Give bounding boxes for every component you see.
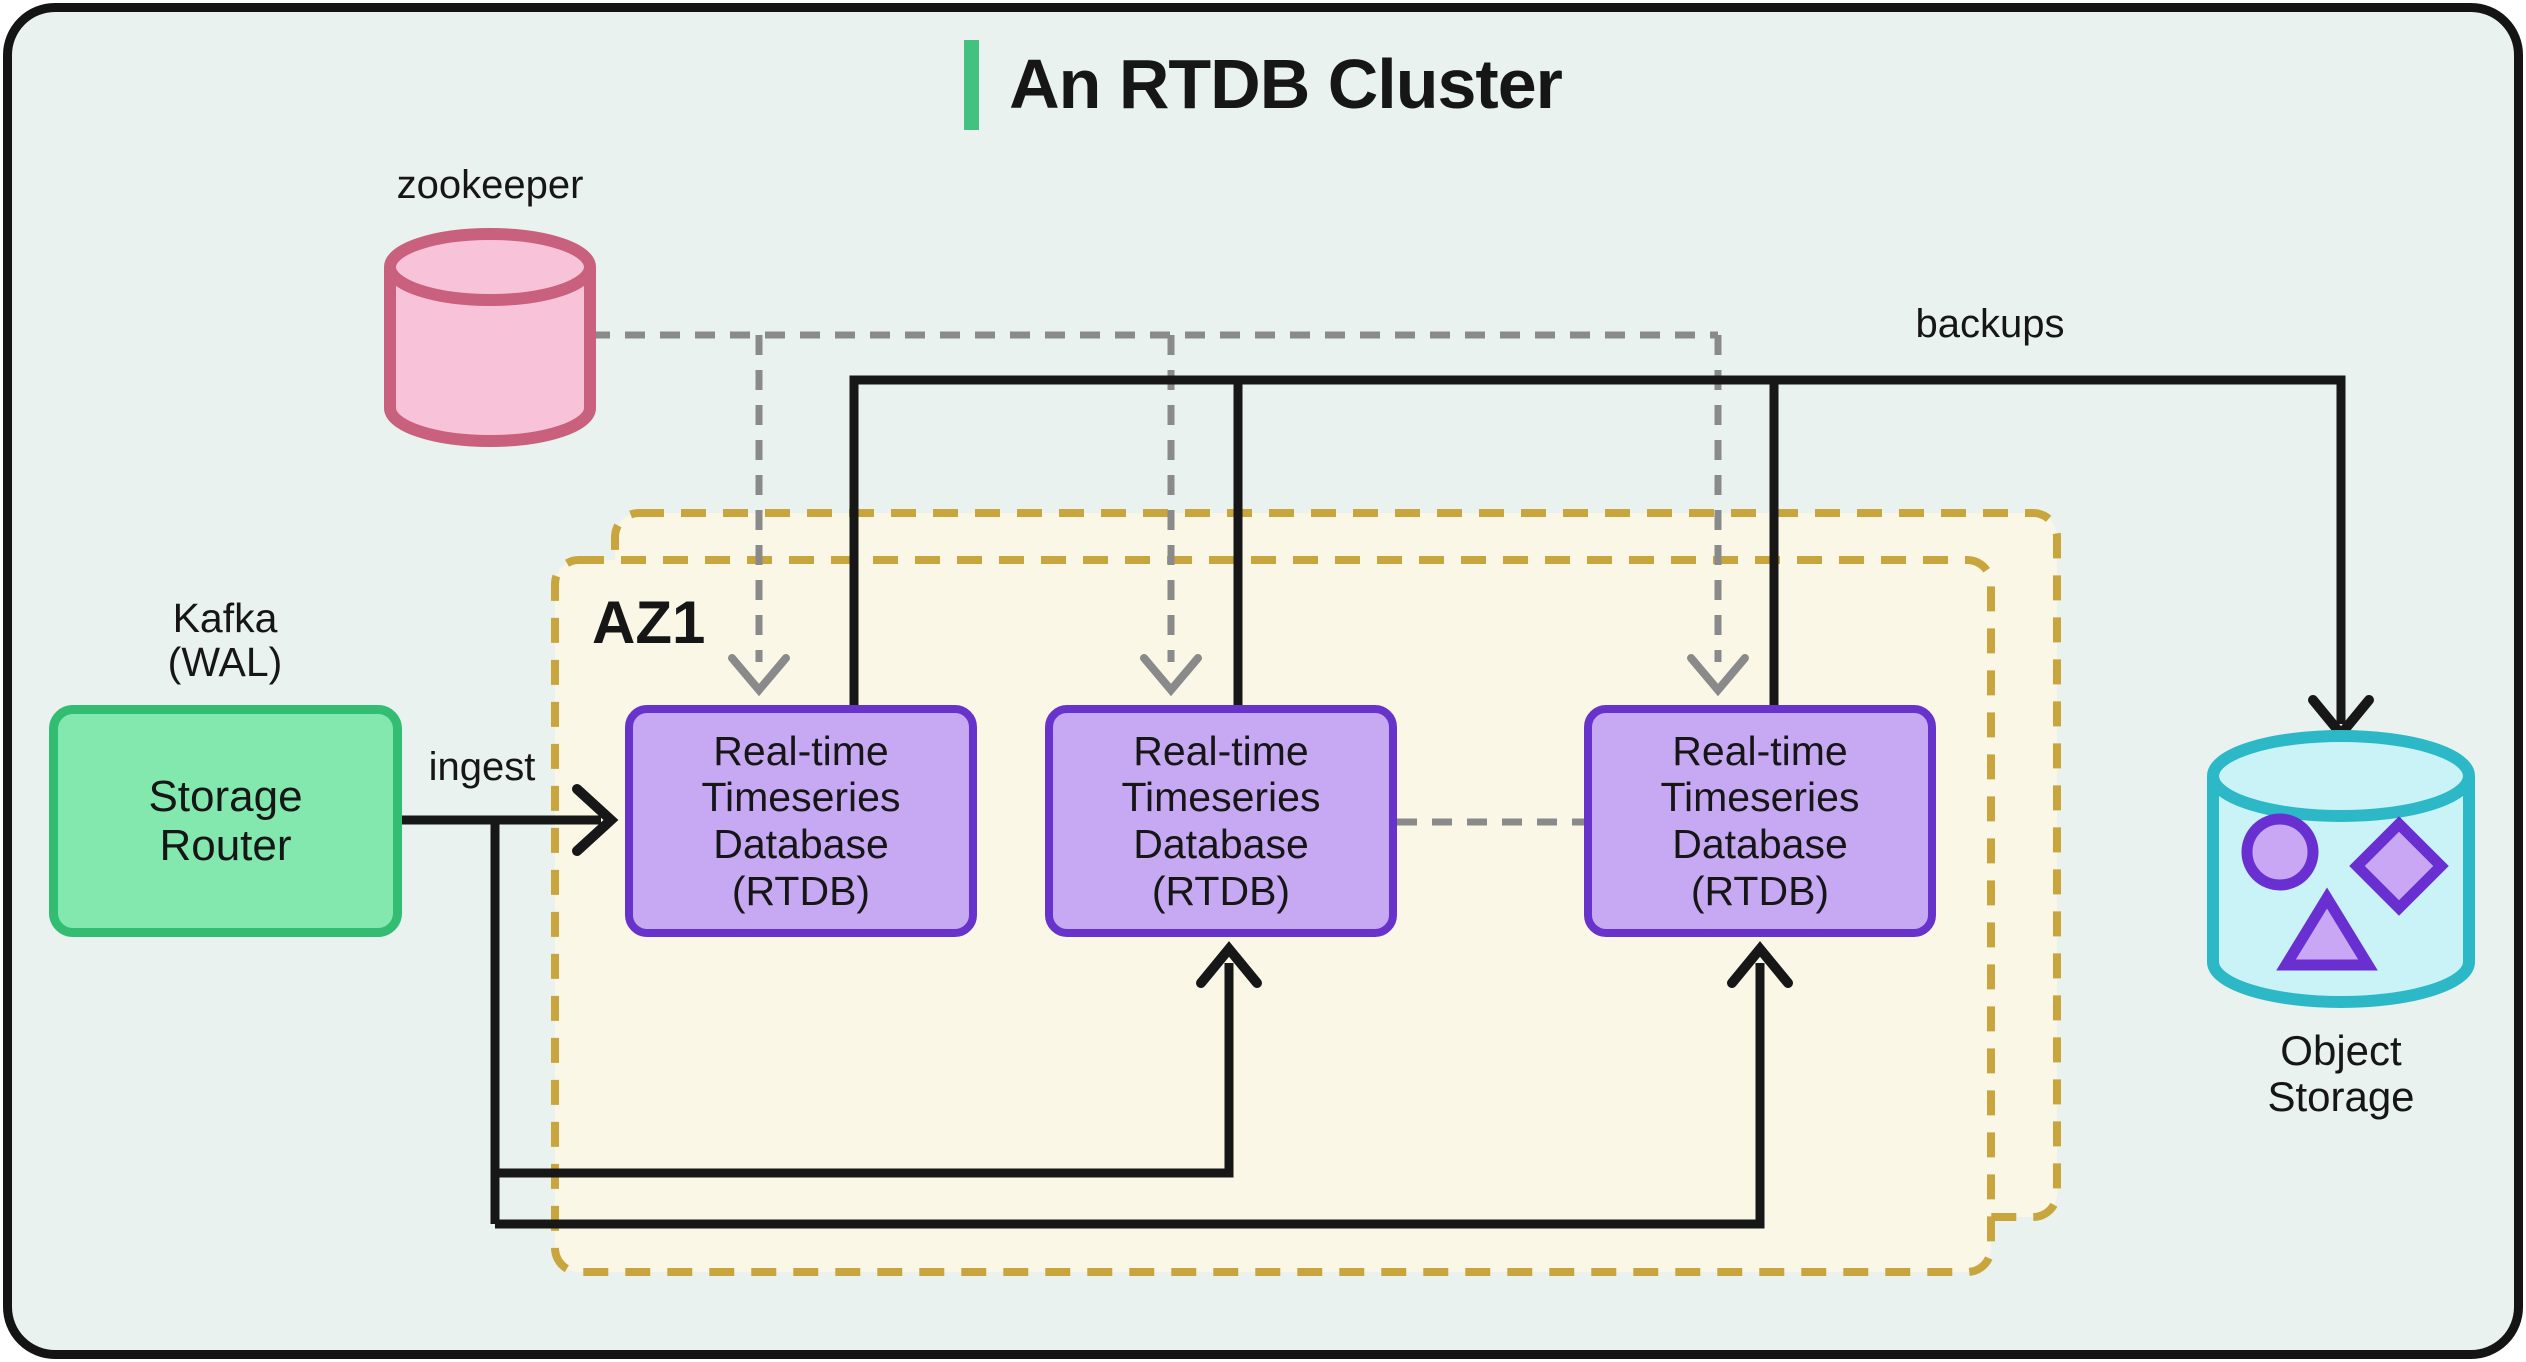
rtdb-label-line4: (RTDB) xyxy=(731,867,871,914)
down-arrowhead-icon xyxy=(1140,654,1202,697)
zookeeper-cylinder-icon xyxy=(384,228,596,447)
diagram-title-row: An RTDB Cluster xyxy=(0,40,2526,130)
storage-router-label-line2: Router xyxy=(159,821,292,870)
page-title: An RTDB Cluster xyxy=(1009,45,1563,123)
backups-edge-label: backups xyxy=(1915,302,2065,346)
ingest-lines xyxy=(402,815,1765,1229)
rtdb-label-line2: Timeseries xyxy=(1121,774,1321,821)
object-storage-label-line1: Object xyxy=(2280,1027,2402,1074)
object-storage-cylinder-icon xyxy=(2207,730,2475,1008)
ingest-arrowheads xyxy=(572,784,1793,988)
object-storage-label: Object Storage xyxy=(2216,1027,2466,1121)
object-diamond-icon xyxy=(2349,816,2449,916)
rtdb-label-line1: Real-time xyxy=(1672,727,1848,774)
backups-lines xyxy=(849,375,2346,724)
rtdb-label-line2: Timeseries xyxy=(701,774,901,821)
ingest-edge-label: ingest xyxy=(428,745,536,789)
object-circle-icon xyxy=(2241,813,2319,891)
object-storage-label-line2: Storage xyxy=(2267,1073,2415,1121)
rtdb-label-line3: Database xyxy=(1672,821,1848,867)
rtdb-label-line2: Timeseries xyxy=(1660,774,1860,821)
zookeeper-coordination-lines xyxy=(590,331,1722,662)
zookeeper-label: zookeeper xyxy=(396,163,584,207)
kafka-wal-annotation: Kafka (WAL) xyxy=(75,596,375,685)
up-arrowhead-icon xyxy=(1196,941,1262,988)
rtdb-label-line4: (RTDB) xyxy=(1151,867,1291,914)
zookeeper-arrowheads xyxy=(728,654,1749,697)
rtdb-label-line1: Real-time xyxy=(713,727,889,774)
up-arrowhead-icon xyxy=(1727,941,1793,988)
kafka-annotation-line1: Kafka xyxy=(172,595,278,641)
storage-router-node: Storage Router xyxy=(49,705,402,937)
rtdb-node-2: Real-time Timeseries Database (RTDB) xyxy=(1045,705,1397,937)
down-arrowhead-icon xyxy=(728,654,790,697)
down-arrowhead-icon xyxy=(1687,654,1749,697)
storage-router-label-line1: Storage xyxy=(148,771,303,821)
rtdb-label-line4: (RTDB) xyxy=(1690,867,1830,914)
rtdb-label-line3: Database xyxy=(713,821,889,867)
rtdb-node-3: Real-time Timeseries Database (RTDB) xyxy=(1584,705,1936,937)
object-triangle-icon xyxy=(2276,887,2378,971)
az1-zone-label: AZ1 xyxy=(592,589,706,656)
kafka-annotation-line2: (WAL) xyxy=(167,639,283,686)
title-accent-bar xyxy=(964,40,980,130)
rtdb-label-line3: Database xyxy=(1133,821,1309,867)
right-arrowhead-icon xyxy=(572,784,619,856)
rtdb-node-1: Real-time Timeseries Database (RTDB) xyxy=(625,705,977,937)
rtdb-label-line1: Real-time xyxy=(1133,727,1309,774)
